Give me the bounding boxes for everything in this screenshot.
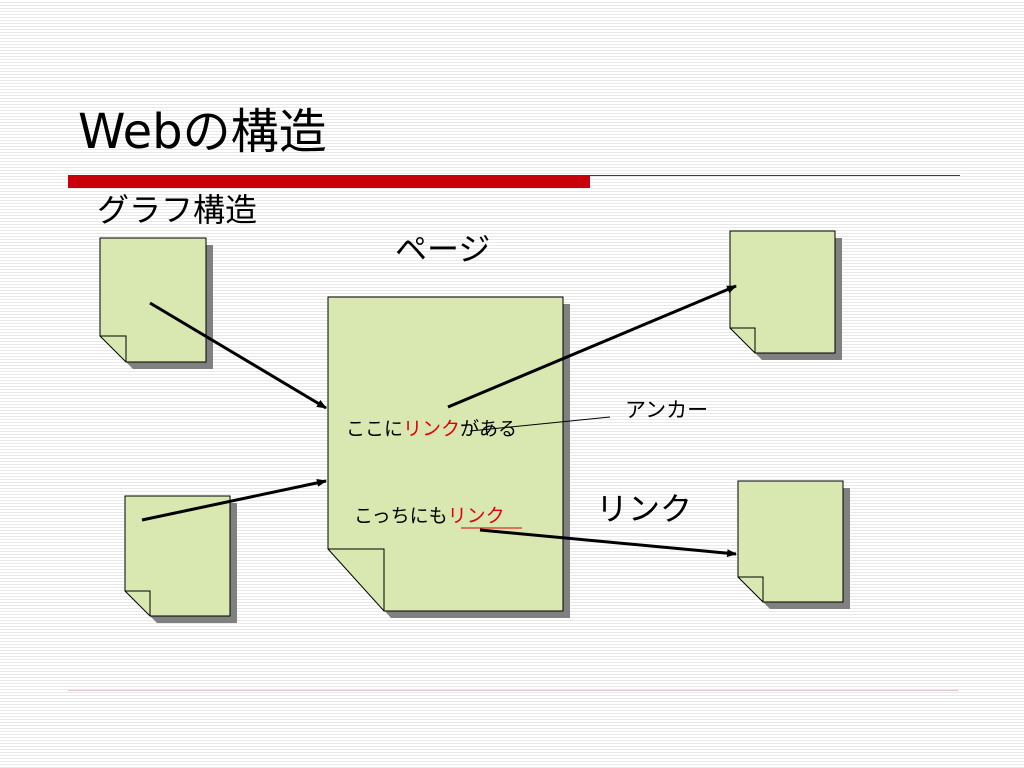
main-page-line-1: ここにリンクがある [346,418,517,441]
page-label: ページ [395,230,491,268]
source-page-bottom-left [124,495,237,623]
line1-link-text[interactable]: リンク [403,418,461,440]
line2-before-text: こっちにも [354,505,448,527]
anchor-leader-line [469,416,611,432]
line1-before-text: ここに [346,418,404,440]
outgoing-link-arrow-bottom [479,528,737,558]
source-page-top-left [99,237,213,369]
main-page [327,296,570,618]
link-label: リンク [596,490,693,528]
main-page-line-2: こっちにもリンク [354,505,505,528]
anchor-label: アンカー [625,398,709,422]
footer-divider [68,690,958,691]
incoming-link-arrow-top [149,301,327,410]
target-page-bottom-right [737,480,850,609]
title-underline-thick [68,175,590,188]
line2-link-text[interactable]: リンク [447,505,505,527]
outgoing-link-arrow-top [447,284,737,409]
target-page-top-right [729,230,842,360]
title-underline-thin [590,175,960,176]
slide-title: Webの構造 [78,104,327,160]
line1-after-text: がある [460,418,518,440]
incoming-link-arrow-bottom [141,478,327,522]
slide-subtitle: グラフ構造 [97,191,258,229]
